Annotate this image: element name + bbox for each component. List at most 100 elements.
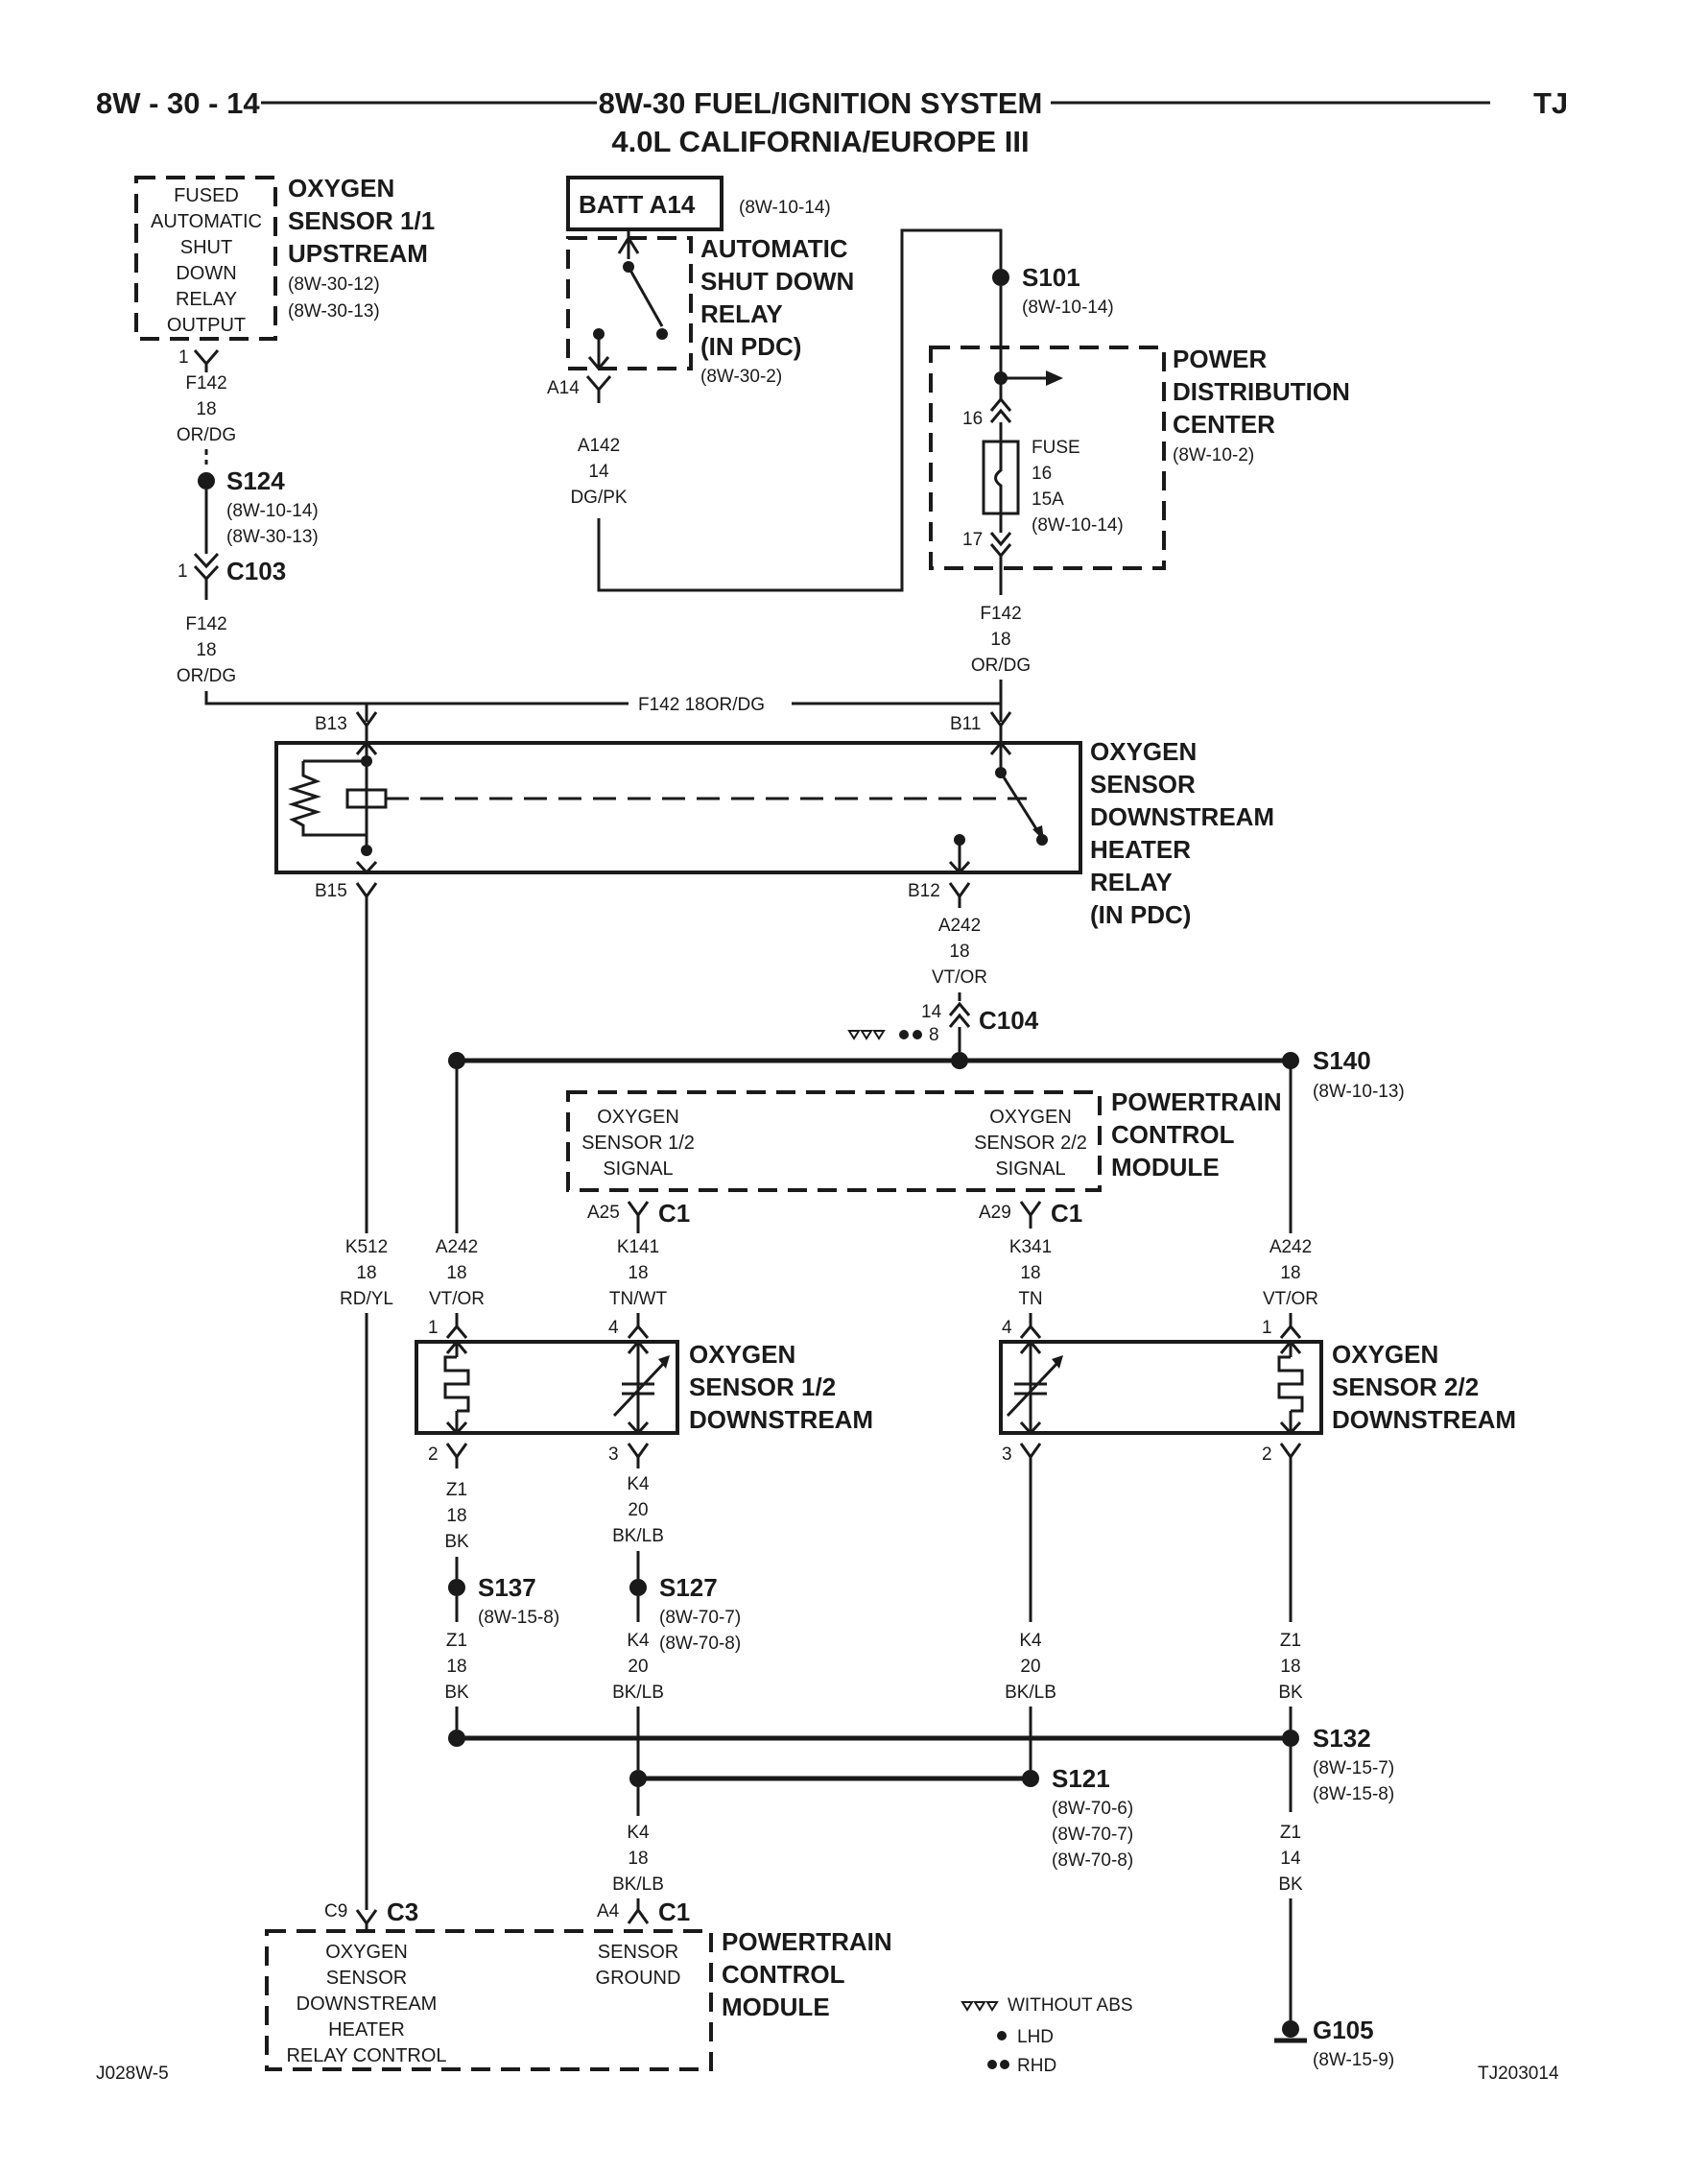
- svg-text:18: 18: [1280, 1263, 1300, 1283]
- svg-text:Z1: Z1: [1280, 1631, 1301, 1651]
- svg-text:18: 18: [1020, 1263, 1040, 1283]
- c104-option-markers: [847, 1030, 922, 1040]
- page-header: 8W - 30 - 14 8W-30 FUEL/IGNITION SYSTEM …: [96, 86, 1568, 158]
- legend: WITHOUT ABS LHD RHD: [961, 1995, 1133, 2076]
- pin-b11-label: B11: [950, 714, 981, 734]
- svg-text:FUSED: FUSED: [174, 185, 239, 206]
- svg-text:HEATER: HEATER: [328, 2019, 405, 2041]
- asd-relay-box: [566, 229, 693, 371]
- svg-text:RELAY: RELAY: [700, 299, 783, 328]
- splice-s137-label: S137 (8W-15-8): [478, 1573, 559, 1628]
- svg-text:DG/PK: DG/PK: [570, 488, 627, 508]
- svg-text:F142: F142: [980, 604, 1021, 624]
- svg-text:(8W-70-7): (8W-70-7): [1052, 1825, 1133, 1845]
- svg-text:S121: S121: [1052, 1764, 1110, 1793]
- svg-text:S127: S127: [659, 1573, 718, 1602]
- svg-text:(8W-15-8): (8W-15-8): [1313, 1784, 1394, 1804]
- svg-text:(IN PDC): (IN PDC): [1090, 900, 1191, 929]
- svg-text:POWER: POWER: [1173, 345, 1267, 373]
- svg-text:(8W-15-9): (8W-15-9): [1313, 2050, 1394, 2070]
- wire-label-k4-a: K4 20 BK/LB: [612, 1474, 664, 1546]
- pin-c9-label: C9: [324, 1901, 347, 1921]
- svg-text:20: 20: [628, 1657, 648, 1677]
- svg-text:OUTPUT: OUTPUT: [167, 315, 246, 336]
- connector-male-symbol: [627, 1324, 650, 1339]
- svg-text:A242: A242: [1269, 1237, 1312, 1257]
- svg-text:BK/LB: BK/LB: [612, 1683, 664, 1703]
- splice-dot: [448, 1730, 465, 1747]
- svg-text:CONTROL: CONTROL: [1111, 1120, 1235, 1149]
- wire-label-z1-a: Z1 18 BK: [444, 1480, 469, 1552]
- svg-text:DOWN: DOWN: [176, 263, 236, 284]
- svg-text:BK: BK: [1278, 1683, 1303, 1703]
- svg-text:MODULE: MODULE: [1111, 1153, 1220, 1181]
- svg-text:18: 18: [196, 640, 216, 660]
- batt-a14-box: BATT A14: [566, 176, 724, 231]
- wire-label-z1-b: Z1 18 BK: [444, 1631, 469, 1703]
- page-number: 8W - 30 - 14: [96, 86, 260, 120]
- svg-text:OR/DG: OR/DG: [177, 425, 236, 445]
- pdc-label: POWER DISTRIBUTION CENTER (8W-10-2): [1173, 345, 1350, 465]
- connector-female-symbol: [989, 711, 1012, 743]
- pin-label: 8: [929, 1025, 939, 1045]
- svg-text:SIGNAL: SIGNAL: [995, 1158, 1065, 1180]
- svg-text:DOWNSTREAM: DOWNSTREAM: [1332, 1405, 1516, 1434]
- splice-s137-dot: [448, 1579, 465, 1596]
- connector-female-symbol: [1019, 1443, 1042, 1468]
- svg-text:18: 18: [949, 942, 969, 962]
- svg-text:(IN PDC): (IN PDC): [700, 332, 801, 361]
- svg-text:AUTOMATIC: AUTOMATIC: [151, 211, 262, 232]
- svg-text:S124: S124: [226, 466, 285, 495]
- svg-text:K512: K512: [345, 1237, 388, 1257]
- page-title: 8W-30 FUEL/IGNITION SYSTEM: [599, 86, 1043, 120]
- svg-text:CENTER: CENTER: [1173, 410, 1275, 439]
- svg-text:16: 16: [1032, 464, 1052, 484]
- svg-text:SENSOR 1/2: SENSOR 1/2: [581, 1133, 695, 1154]
- svg-text:(8W-10-13): (8W-10-13): [1313, 1082, 1405, 1102]
- svg-text:SIGNAL: SIGNAL: [603, 1158, 673, 1180]
- wire-label-a242-b: A242 18 VT/OR: [429, 1237, 485, 1309]
- splice-dot: [629, 1770, 647, 1787]
- connector-female-symbol: [948, 882, 971, 908]
- pin-label: 2: [1262, 1444, 1272, 1465]
- svg-text:K4: K4: [627, 1631, 650, 1651]
- svg-text:K4: K4: [1019, 1631, 1042, 1651]
- svg-text:(8W-10-2): (8W-10-2): [1173, 445, 1254, 465]
- splice-s101-label: S101 (8W-10-14): [1022, 263, 1114, 318]
- svg-text:AUTOMATIC: AUTOMATIC: [700, 234, 848, 263]
- legend-without-abs: WITHOUT ABS: [1008, 1995, 1133, 2016]
- svg-text:A242: A242: [436, 1237, 478, 1257]
- svg-text:(8W-30-2): (8W-30-2): [700, 367, 782, 387]
- batt-a14-ref: (8W-10-14): [739, 198, 831, 218]
- pin-label: 4: [1002, 1318, 1012, 1338]
- svg-text:A142: A142: [578, 436, 620, 456]
- connector-female-symbol: [1019, 1201, 1042, 1229]
- svg-text:MODULE: MODULE: [722, 1993, 830, 2021]
- svg-text:HEATER: HEATER: [1090, 835, 1191, 864]
- connector-female-symbol: [627, 1443, 650, 1468]
- svg-text:18: 18: [446, 1657, 466, 1677]
- wire-label-f142-h: F142 18OR/DG: [638, 695, 765, 715]
- pin-label: 14: [921, 1002, 942, 1022]
- connector-female-symbol: [627, 1201, 650, 1229]
- svg-text:SENSOR 1/1: SENSOR 1/1: [288, 206, 435, 235]
- svg-text:18: 18: [356, 1263, 376, 1283]
- svg-text:(8W-70-8): (8W-70-8): [659, 1634, 741, 1654]
- page-subtitle: 4.0L CALIFORNIA/EUROPE III: [611, 125, 1029, 158]
- pin-label: 1: [1262, 1318, 1272, 1338]
- connector-c1-label: C1: [658, 1898, 690, 1926]
- ground-g105-symbol: [1274, 2020, 1307, 2043]
- asd-relay-label: AUTOMATIC SHUT DOWN RELAY (IN PDC) (8W-3…: [700, 234, 854, 387]
- svg-text:BK: BK: [444, 1683, 469, 1703]
- connector-male-symbol: [445, 1324, 468, 1339]
- splice-s132-dot: [1282, 1730, 1299, 1747]
- connector-female-symbol: [445, 1443, 468, 1468]
- connector-female-symbol: [355, 882, 378, 908]
- svg-text:18: 18: [990, 630, 1010, 650]
- svg-text:BK/LB: BK/LB: [612, 1874, 664, 1895]
- svg-text:BK/LB: BK/LB: [612, 1526, 664, 1546]
- svg-text:OXYGEN: OXYGEN: [1090, 737, 1197, 766]
- svg-text:BK: BK: [444, 1532, 469, 1552]
- svg-text:BK/LB: BK/LB: [1005, 1683, 1056, 1703]
- wire-label-k4-b: K4 20 BK/LB: [612, 1631, 664, 1703]
